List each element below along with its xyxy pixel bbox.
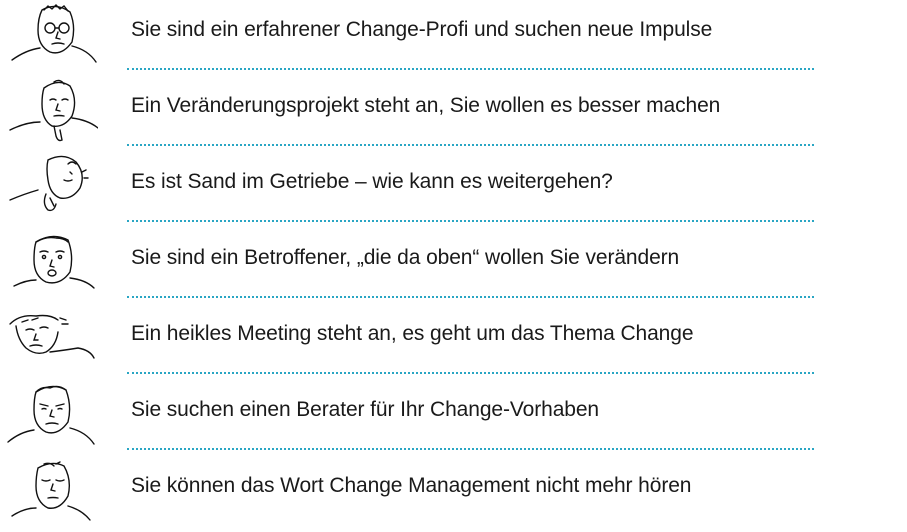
list-item: Sie können das Wort Change Management ni… <box>0 456 907 532</box>
item-label: Es ist Sand im Getriebe – wie kann es we… <box>131 170 613 193</box>
dotted-divider <box>127 68 814 70</box>
list-item: Sie suchen einen Berater für Ihr Change-… <box>0 380 907 456</box>
dotted-divider <box>127 372 814 374</box>
bored-face-icon <box>6 458 98 524</box>
item-label: Sie sind ein Betroffener, „die da oben“ … <box>131 246 680 269</box>
dotted-divider <box>127 296 814 298</box>
shocked-face-icon <box>6 230 98 296</box>
dotted-divider <box>127 220 814 222</box>
list-item: Sie sind ein erfahrener Change-Profi und… <box>0 0 907 76</box>
dotted-divider <box>127 144 814 146</box>
grumpy-face-icon <box>6 382 98 448</box>
list-item: Sie sind ein Betroffener, „die da oben“ … <box>0 228 907 304</box>
list-item: Es ist Sand im Getriebe – wie kann es we… <box>0 152 907 228</box>
list-item: Ein heikles Meeting steht an, es geht um… <box>0 304 907 380</box>
worried-face-icon <box>6 154 98 220</box>
nervous-face-icon <box>6 306 98 372</box>
item-label: Ein heikles Meeting steht an, es geht um… <box>131 322 694 345</box>
item-label: Ein Veränderungsprojekt steht an, Sie wo… <box>131 94 721 117</box>
item-label: Sie suchen einen Berater für Ihr Change-… <box>131 398 600 421</box>
thinking-face-icon <box>6 78 98 144</box>
scholar-face-icon <box>6 2 98 68</box>
item-label: Sie sind ein erfahrener Change-Profi und… <box>131 18 713 41</box>
item-label: Sie können das Wort Change Management ni… <box>131 474 692 497</box>
dotted-divider <box>127 448 814 450</box>
list-item: Ein Veränderungsprojekt steht an, Sie wo… <box>0 76 907 152</box>
